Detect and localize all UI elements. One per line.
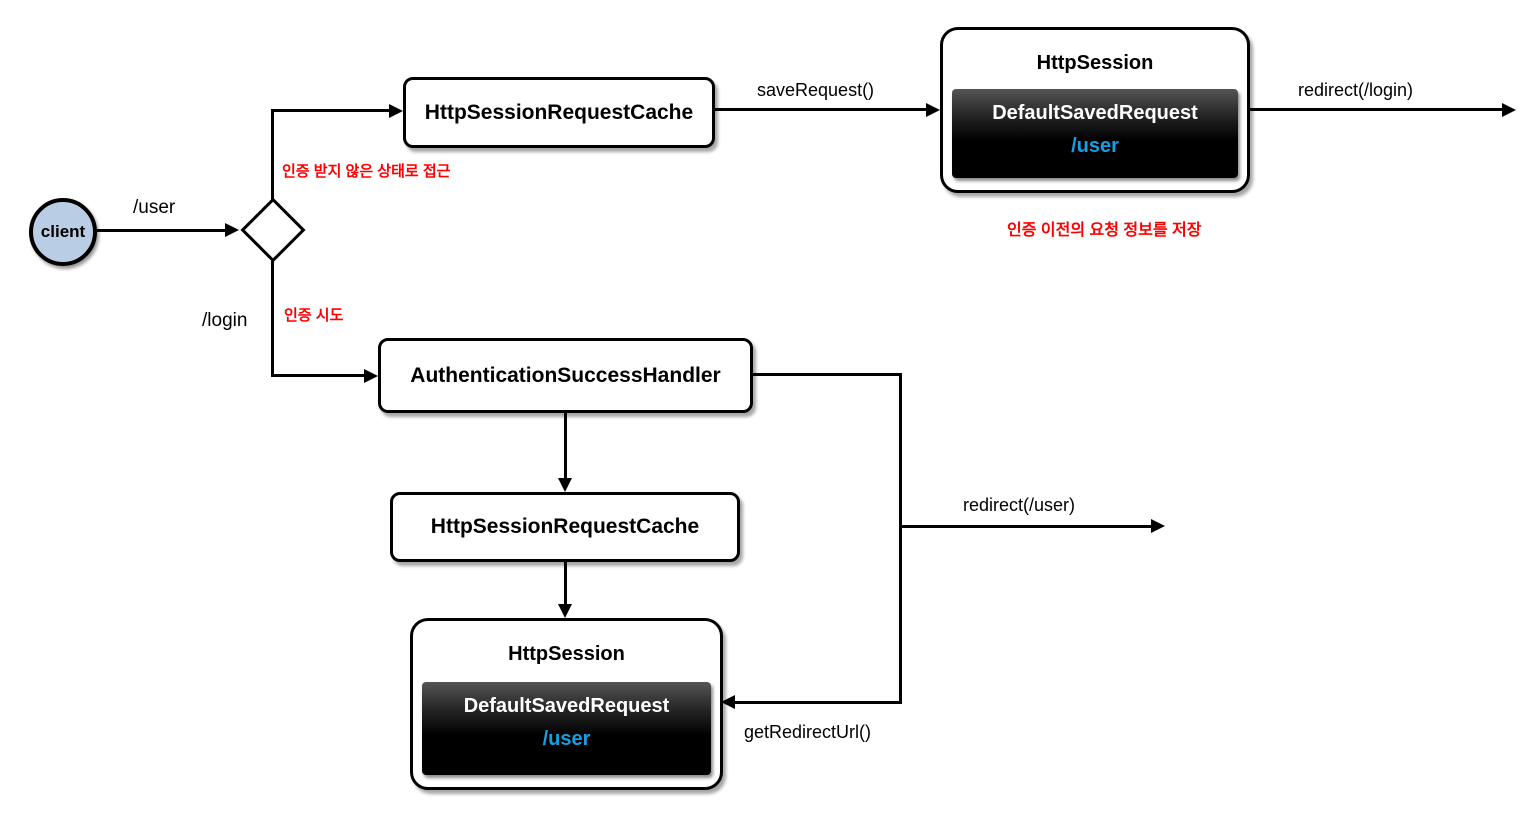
- edge-label-user-path: /user: [133, 197, 176, 218]
- node-label-cache-mid: HttpSessionRequestCache: [430, 515, 700, 538]
- node-http-session-request-cache-mid: HttpSessionRequestCache: [390, 492, 740, 562]
- edge-redirect-user: [901, 525, 1151, 528]
- edge-cache-mid-to-session-bottom: [564, 560, 567, 606]
- node-label-auth-handler: AuthenticationSuccessHandler: [410, 363, 721, 387]
- edge-auth-handler-exit: [750, 373, 902, 376]
- edge-decision-up-vertical: [271, 110, 274, 200]
- edge-get-redirect-url: [735, 701, 901, 704]
- arrowhead-save-request: [926, 103, 940, 117]
- node-http-session-request-cache-top: HttpSessionRequestCache: [403, 77, 715, 148]
- arrowhead-redirect-user: [1151, 519, 1165, 533]
- edge-label-get-redirect-url: getRedirectUrl(): [744, 722, 872, 742]
- node-http-session-top: HttpSession DefaultSavedRequest /user: [940, 27, 1250, 193]
- edge-right-trunk-vertical: [899, 373, 902, 704]
- node-default-saved-request-top: DefaultSavedRequest /user: [952, 89, 1238, 178]
- annotation-auth-attempt: 인증 시도: [284, 307, 344, 324]
- edge-client-to-decision: [95, 229, 225, 232]
- session-bottom-title: HttpSession: [508, 643, 625, 665]
- session-top-title: HttpSession: [1036, 52, 1154, 74]
- edge-label-login-path: /login: [202, 310, 248, 331]
- client-node: client: [29, 198, 97, 266]
- edge-redirect-login: [1247, 108, 1502, 111]
- arrowhead-to-cache-top: [389, 104, 403, 118]
- arrowhead-redirect-login: [1502, 103, 1516, 117]
- arrowhead-client-to-decision: [225, 223, 239, 237]
- node-authentication-success-handler: AuthenticationSuccessHandler: [378, 338, 753, 413]
- arrowhead-to-auth-handler: [364, 369, 378, 383]
- arrowhead-to-session-bottom: [558, 604, 572, 618]
- edge-save-request: [712, 108, 926, 111]
- saved-request-value-top: /user: [1071, 135, 1119, 157]
- edge-label-save-request: saveRequest(): [757, 80, 875, 100]
- edge-decision-to-cache-top: [271, 109, 389, 112]
- arrowhead-get-redirect-url: [721, 695, 735, 709]
- saved-request-label-top: DefaultSavedRequest: [992, 102, 1198, 124]
- edge-label-redirect-login: redirect(/login): [1298, 80, 1414, 100]
- annotation-unauthenticated-access: 인증 받지 않은 상태로 접근: [282, 163, 451, 180]
- node-default-saved-request-bottom: DefaultSavedRequest /user: [422, 682, 711, 775]
- edge-decision-down-vertical: [271, 261, 274, 376]
- decision-diamond: [240, 197, 306, 263]
- node-label-cache-top: HttpSessionRequestCache: [424, 100, 694, 124]
- client-label: client: [40, 222, 86, 241]
- edge-decision-to-auth-handler: [271, 374, 364, 377]
- node-http-session-bottom: HttpSession DefaultSavedRequest /user: [410, 618, 723, 790]
- edge-label-redirect-user: redirect(/user): [963, 495, 1076, 515]
- saved-request-value-bottom: /user: [542, 728, 591, 750]
- edge-auth-handler-to-cache-mid: [564, 411, 567, 480]
- saved-request-label-bottom: DefaultSavedRequest: [463, 695, 670, 717]
- arrowhead-to-cache-mid: [558, 478, 572, 492]
- annotation-saved-request-note: 인증 이전의 요청 정보를 저장: [1007, 222, 1202, 239]
